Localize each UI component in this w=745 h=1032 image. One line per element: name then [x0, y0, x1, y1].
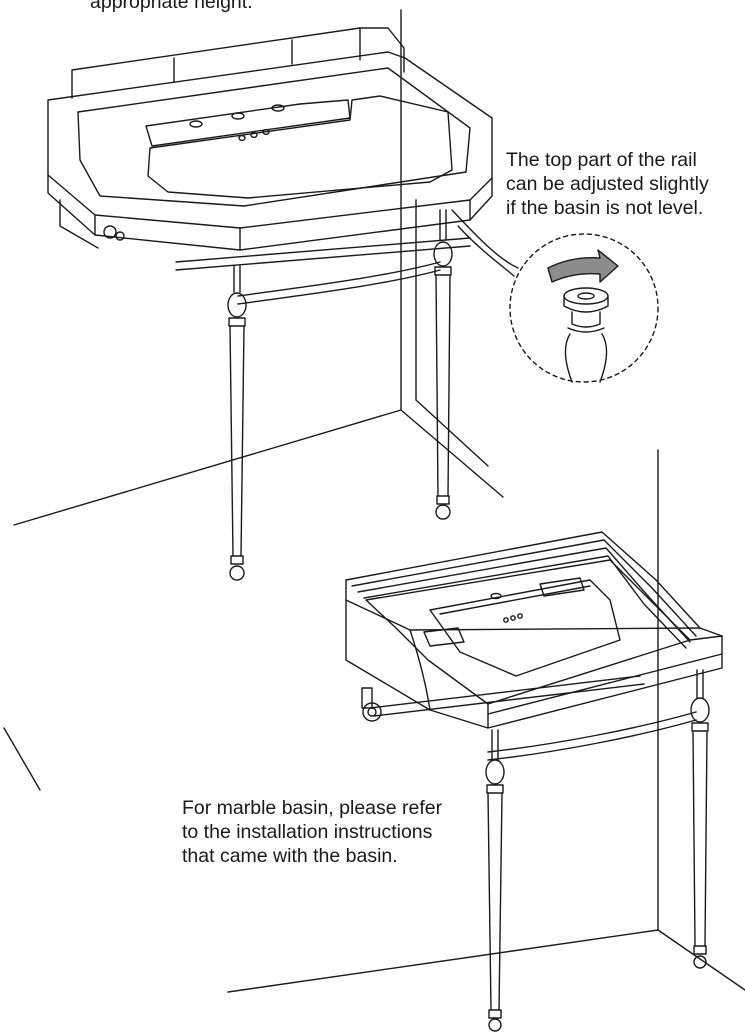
leg-right-bottom [690, 669, 710, 969]
top-caption: appropriate height. [90, 0, 253, 14]
leg-left-bottom [485, 729, 505, 1032]
basin-top [47, 27, 493, 251]
rail-note-line-3: if the basin is not level. [506, 197, 704, 219]
rail-note-line-2: can be adjusted slightly [506, 173, 709, 195]
top-caption-text: appropriate height. [90, 0, 253, 13]
towel-rail-top [175, 237, 471, 305]
marble-note-line-3: that came with the basin. [182, 845, 398, 867]
wall-corner-top [13, 9, 504, 526]
rail-adjust-detail [509, 233, 659, 383]
towel-rail-bottom [361, 675, 697, 761]
rotate-arrow-icon [547, 249, 619, 283]
rail-adjust-note: The top part of the rail can be adjusted… [506, 148, 709, 220]
basin-bottom [345, 531, 723, 729]
marble-basin-note: For marble basin, please refer to the in… [182, 796, 442, 868]
marble-note-line-1: For marble basin, please refer [182, 797, 443, 819]
leg-left-top [227, 265, 247, 581]
wall-corner-bottom [3, 449, 745, 993]
leg-right-top [433, 209, 453, 520]
callout-leader [451, 209, 519, 277]
rail-note-line-1: The top part of the rail [506, 149, 697, 171]
marble-note-line-2: to the installation instructions [182, 821, 433, 843]
